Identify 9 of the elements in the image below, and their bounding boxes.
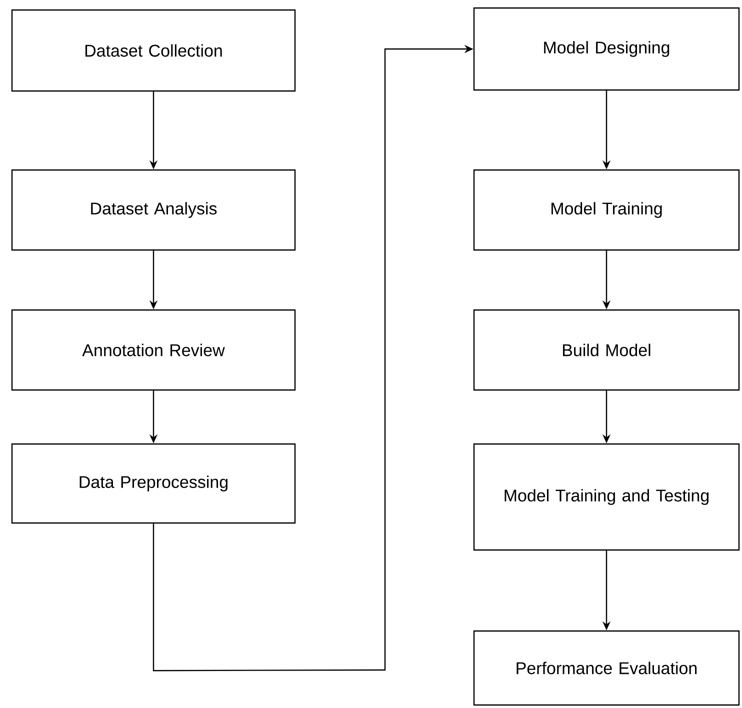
process-box: Performance Evaluation	[473, 630, 740, 706]
process-box: Model Designing	[473, 7, 740, 91]
process-box: Model Training and Testing	[473, 443, 740, 551]
process-box: Build Model	[473, 309, 740, 391]
process-box: Data Preprocessing	[11, 443, 296, 524]
process-box: Annotation Review	[11, 309, 296, 391]
process-box: Dataset Collection	[11, 9, 296, 92]
process-box: Dataset Analysis	[11, 169, 296, 251]
process-box: Model Training	[473, 169, 740, 251]
